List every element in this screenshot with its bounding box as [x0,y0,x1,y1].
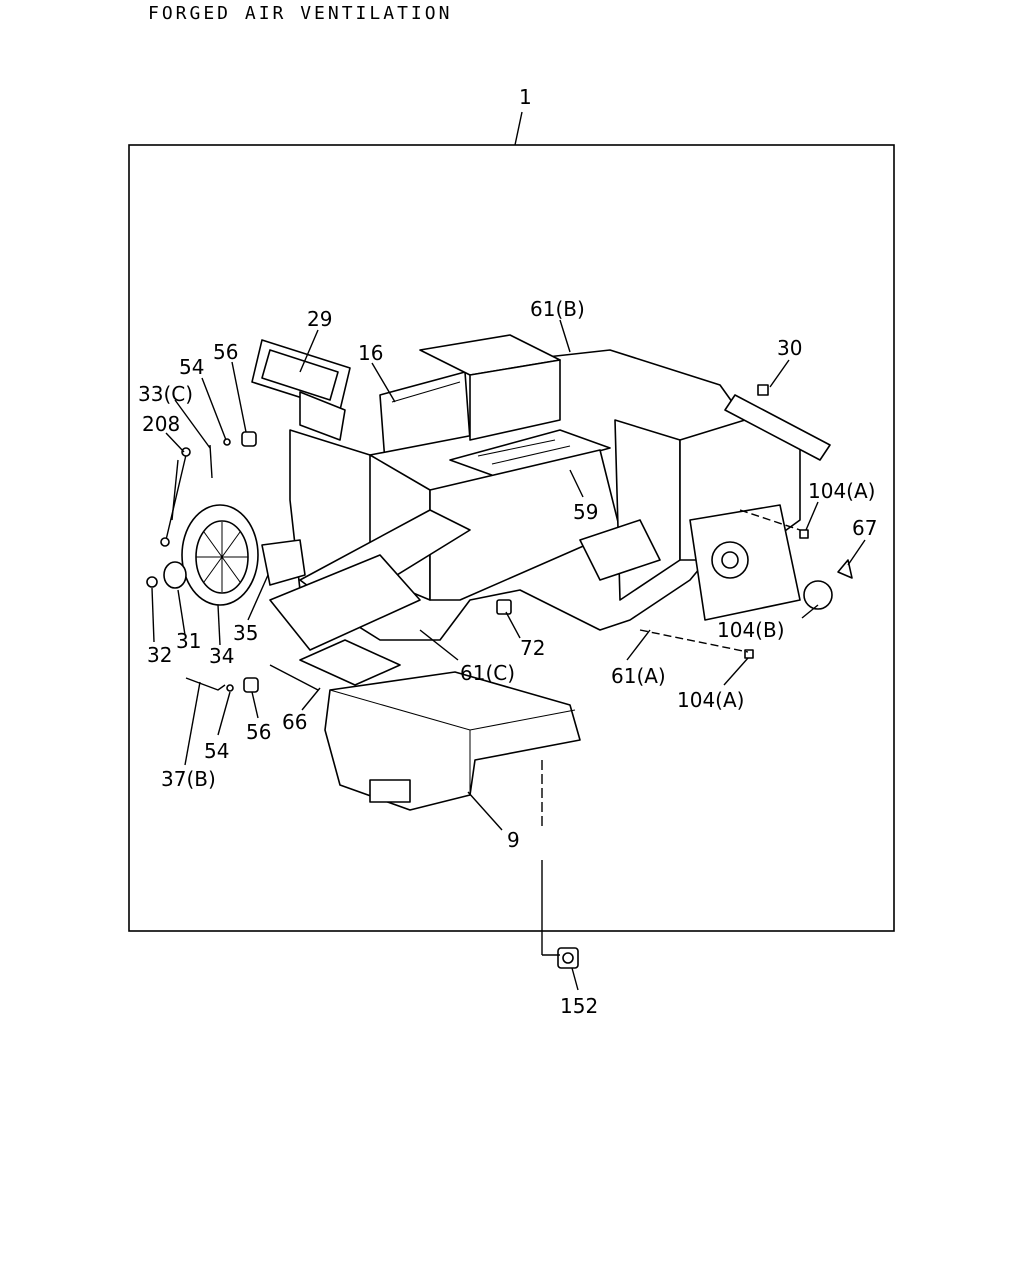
assembly-frame [128,144,895,932]
callout-61a: 61(A) [611,664,666,688]
callout-35: 35 [233,621,258,645]
diagram-title: FORGED AIR VENTILATION [148,3,453,24]
leader-lines [151,319,866,991]
callout-61c: 61(C) [460,661,515,685]
callout-16: 16 [358,341,383,365]
callout-54-bottom: 54 [204,739,229,763]
callout-9: 9 [507,828,520,852]
callout-152: 152 [560,994,598,1018]
callout-1: 1 [519,85,532,109]
callout-32: 32 [147,643,172,667]
callout-104a-top: 104(A) [808,479,875,503]
callout-208: 208 [142,412,180,436]
callout-61b: 61(B) [530,297,585,321]
callout-30: 30 [777,336,802,360]
callout-33c: 33(C) [138,382,193,406]
callout-34: 34 [209,644,234,668]
callout-59: 59 [573,500,598,524]
callout-31: 31 [176,629,201,653]
heater-case [251,334,833,651]
callout-104a-bottom: 104(A) [677,688,744,712]
filter-plate [299,639,401,686]
callout-56-bottom: 56 [246,720,271,744]
lower-case [324,671,581,811]
callout-72: 72 [520,636,545,660]
callout-37b: 37(B) [161,767,216,791]
callout-67: 67 [852,516,877,540]
callout-104b: 104(B) [717,618,785,642]
blower-assembly [146,444,306,606]
callout-66: 66 [282,710,307,734]
callout-29: 29 [307,307,332,331]
callout-labels: 1 29 16 61(B) 30 56 54 33(C) 208 104(A) … [138,85,877,1018]
callout-56-top: 56 [213,340,238,364]
callout-54-top: 54 [179,355,204,379]
